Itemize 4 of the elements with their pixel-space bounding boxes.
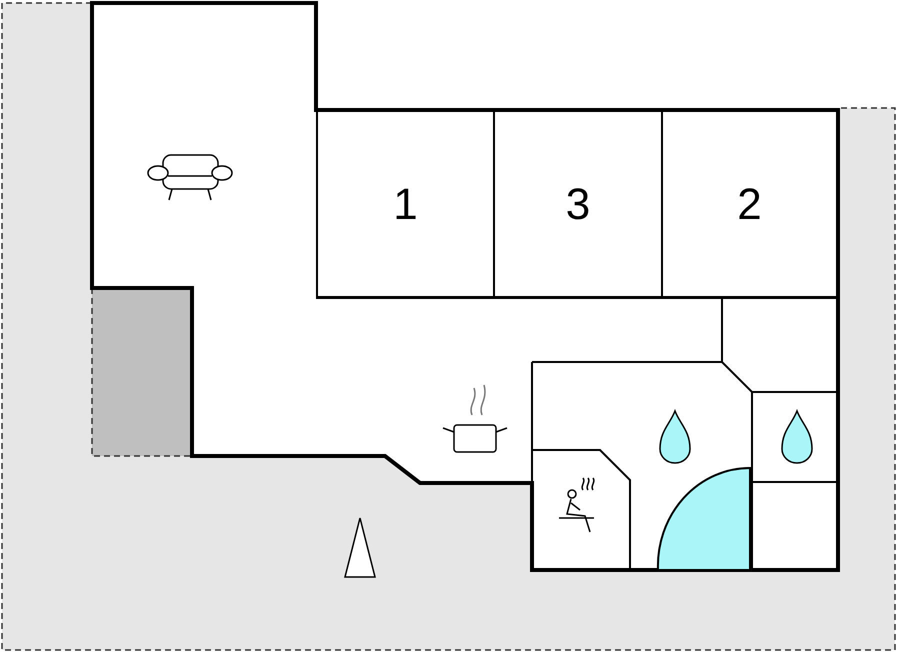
room-number: 2	[737, 180, 762, 230]
bedroom	[316, 110, 495, 299]
room-number: 1	[393, 180, 418, 230]
room-number: 3	[566, 180, 590, 230]
